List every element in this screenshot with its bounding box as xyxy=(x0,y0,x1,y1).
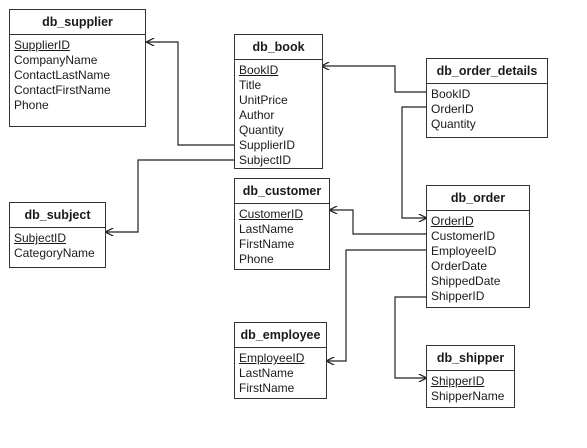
field-customerid: CustomerID xyxy=(239,207,304,221)
table-title: db_order_details xyxy=(427,59,547,84)
table-db-customer: db_customer CustomerID LastName FirstNam… xyxy=(234,178,330,270)
field-employeeid: EmployeeID xyxy=(239,351,305,365)
table-title: db_subject xyxy=(10,203,105,228)
field-companyname: CompanyName xyxy=(14,53,98,67)
field-phone: Phone xyxy=(239,252,274,266)
table-db-subject: db_subject SubjectID CategoryName xyxy=(9,202,106,268)
table-title: db_order xyxy=(427,186,529,211)
rel-order-customer xyxy=(330,210,426,235)
field-shipperid: ShipperID xyxy=(431,374,485,388)
field-contactlastname: ContactLastName xyxy=(14,68,111,82)
field-lastname: LastName xyxy=(239,222,294,236)
table-db-shipper: db_shipper ShipperID ShipperName xyxy=(426,345,515,408)
field-categoryname: CategoryName xyxy=(14,246,95,260)
table-db-book: db_book BookID Title UnitPrice Author Qu… xyxy=(234,34,323,169)
field-lastname: LastName xyxy=(239,366,294,380)
field-quantity: Quantity xyxy=(431,117,476,131)
table-db-supplier: db_supplier SupplierID CompanyName Conta… xyxy=(9,9,146,127)
field-shipperid: ShipperID xyxy=(431,289,485,303)
table-title: db_employee xyxy=(235,323,326,348)
field-supplierid: SupplierID xyxy=(14,38,71,52)
field-orderid: OrderID xyxy=(431,214,474,228)
rel-book-supplier xyxy=(147,42,234,146)
field-firstname: FirstName xyxy=(239,381,295,395)
field-contactfirstname: ContactFirstName xyxy=(14,83,111,97)
field-orderdate: OrderDate xyxy=(431,259,488,273)
table-title: db_book xyxy=(235,35,322,60)
field-employeeid: EmployeeID xyxy=(431,244,497,258)
field-bookid: BookID xyxy=(431,87,471,101)
field-quantity: Quantity xyxy=(239,123,284,137)
table-db-employee: db_employee EmployeeID LastName FirstNam… xyxy=(234,322,327,399)
table-db-order: db_order OrderID CustomerID EmployeeID O… xyxy=(426,185,530,308)
field-author: Author xyxy=(239,108,275,122)
table-title: db_supplier xyxy=(10,10,145,35)
rel-order-employee xyxy=(327,249,426,361)
rel-book-subject xyxy=(106,159,234,232)
field-customerid: CustomerID xyxy=(431,229,496,243)
field-bookid: BookID xyxy=(239,63,279,77)
table-db-order-details: db_order_details BookID OrderID Quantity xyxy=(426,58,548,138)
field-shippername: ShipperName xyxy=(431,389,505,403)
field-subjectid: SubjectID xyxy=(14,231,67,245)
table-title: db_customer xyxy=(235,179,329,204)
field-unitprice: UnitPrice xyxy=(239,93,288,107)
field-supplierid: SupplierID xyxy=(239,138,296,152)
rel-orderdetails-order xyxy=(401,106,426,218)
field-orderid: OrderID xyxy=(431,102,474,116)
table-title: db_shipper xyxy=(427,346,514,371)
field-subjectid: SubjectID xyxy=(239,153,292,167)
rel-orderdetails-book xyxy=(322,66,426,93)
field-firstname: FirstName xyxy=(239,237,295,251)
field-title: Title xyxy=(239,78,262,92)
field-shippeddate: ShippedDate xyxy=(431,274,501,288)
field-phone: Phone xyxy=(14,98,49,112)
rel-order-shipper xyxy=(394,296,426,378)
